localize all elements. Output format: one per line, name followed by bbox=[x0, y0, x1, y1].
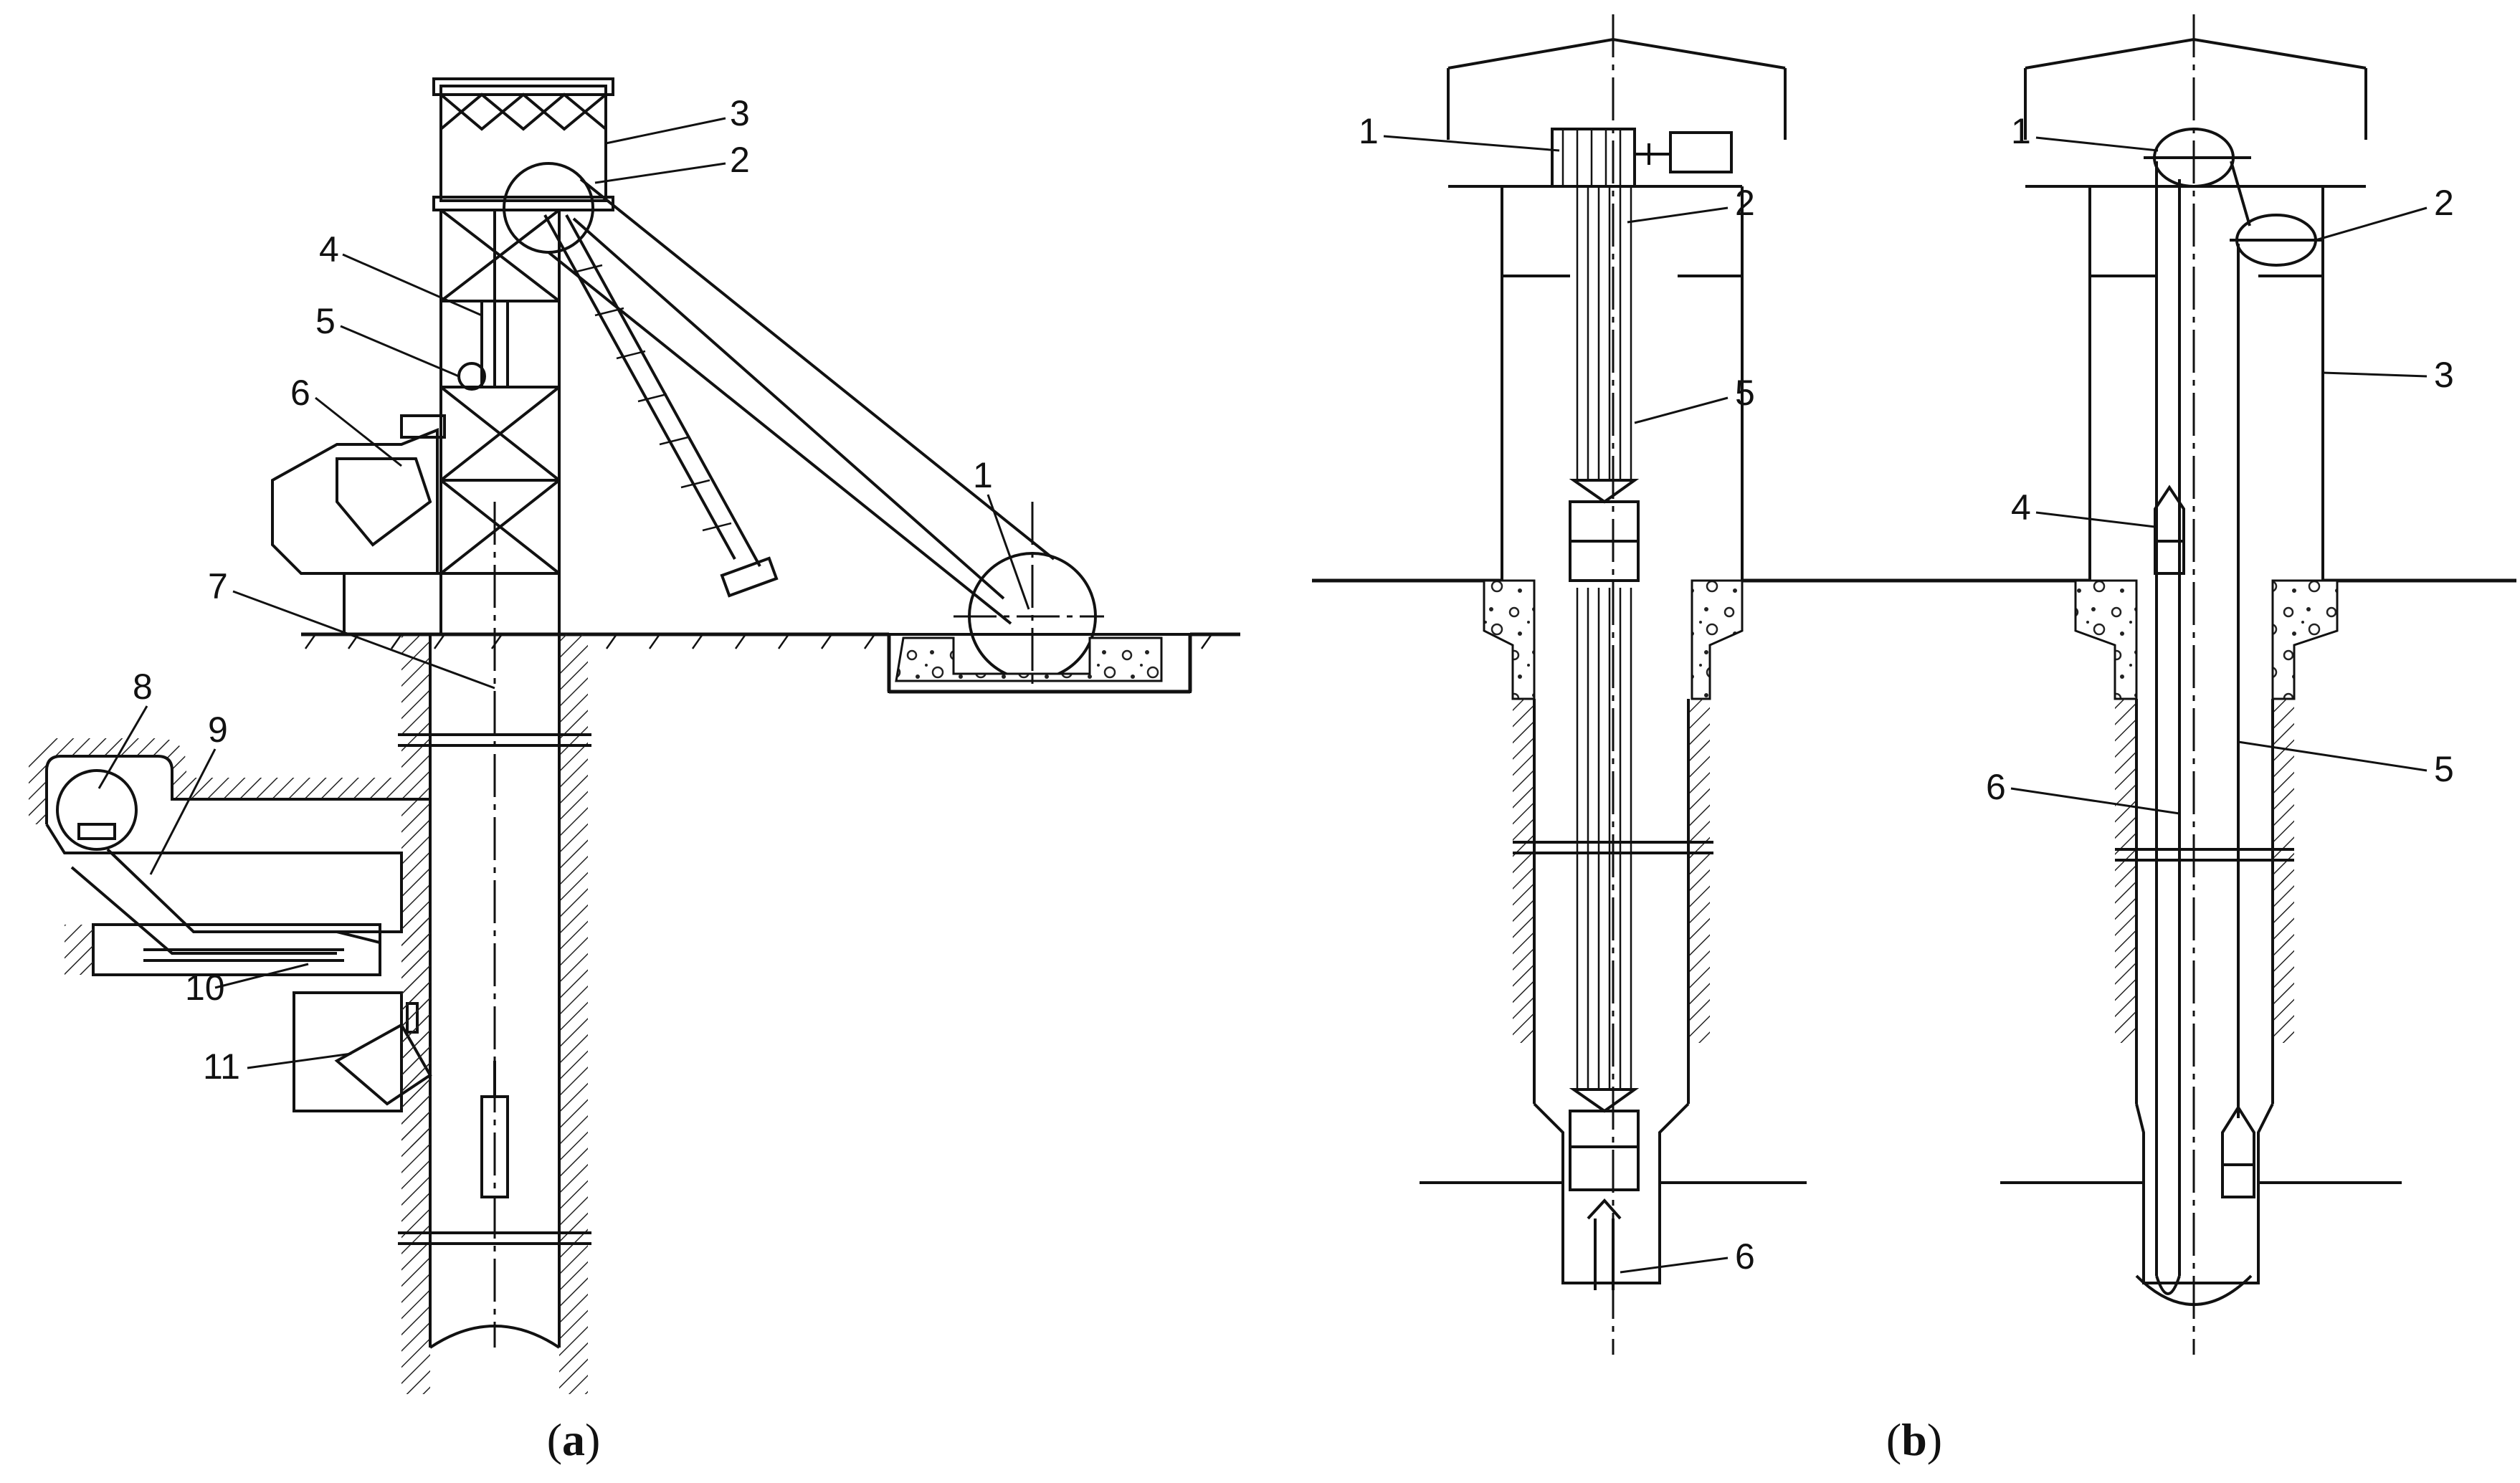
panel-b-right-labels: 1 2 3 4 5 6 bbox=[1986, 111, 2454, 815]
panel-b-left-diagram: 1 2 5 6 bbox=[1312, 14, 1936, 1355]
label-a-3: 3 bbox=[730, 93, 750, 133]
panel-a-labels: 1 3 2 4 5 6 7 8 9 10 11 bbox=[98, 93, 1030, 1087]
label-bl-6: 6 bbox=[1735, 1236, 1755, 1277]
label-br-6: 6 bbox=[1986, 767, 2006, 807]
panel-a-shaft bbox=[398, 502, 591, 1394]
label-a-1: 1 bbox=[973, 455, 993, 495]
panel-b-caption: (b) bbox=[1886, 1414, 1942, 1465]
label-bl-1: 1 bbox=[1359, 111, 1379, 151]
label-br-2: 2 bbox=[2434, 183, 2454, 223]
panel-a-ropes bbox=[543, 178, 1055, 625]
panel-a-diagram: 1 3 2 4 5 6 7 8 9 10 11 (a) bbox=[29, 77, 1240, 1465]
panel-a-tunnels bbox=[29, 738, 432, 1147]
label-a-6: 6 bbox=[290, 373, 310, 413]
panel-b-left-labels: 1 2 5 6 bbox=[1359, 111, 1755, 1277]
label-br-1: 1 bbox=[2011, 111, 2031, 151]
label-bl-5: 5 bbox=[1735, 373, 1755, 413]
label-a-8: 8 bbox=[133, 667, 153, 707]
label-a-11: 11 bbox=[203, 1046, 240, 1087]
label-br-3: 3 bbox=[2434, 355, 2454, 395]
label-a-5: 5 bbox=[315, 301, 336, 341]
label-a-2: 2 bbox=[730, 140, 750, 180]
label-a-9: 9 bbox=[208, 710, 228, 750]
panel-a-headframe bbox=[271, 77, 614, 636]
panel-a-caption: (a) bbox=[547, 1414, 601, 1465]
label-a-4: 4 bbox=[319, 229, 339, 270]
label-br-5: 5 bbox=[2434, 749, 2454, 789]
panel-b-right-diagram: 1 2 3 4 5 6 bbox=[1893, 14, 2516, 1355]
label-a-7: 7 bbox=[208, 566, 228, 606]
label-br-4: 4 bbox=[2011, 487, 2031, 528]
label-bl-2: 2 bbox=[1735, 183, 1755, 223]
panel-a-hoist bbox=[888, 502, 1192, 693]
